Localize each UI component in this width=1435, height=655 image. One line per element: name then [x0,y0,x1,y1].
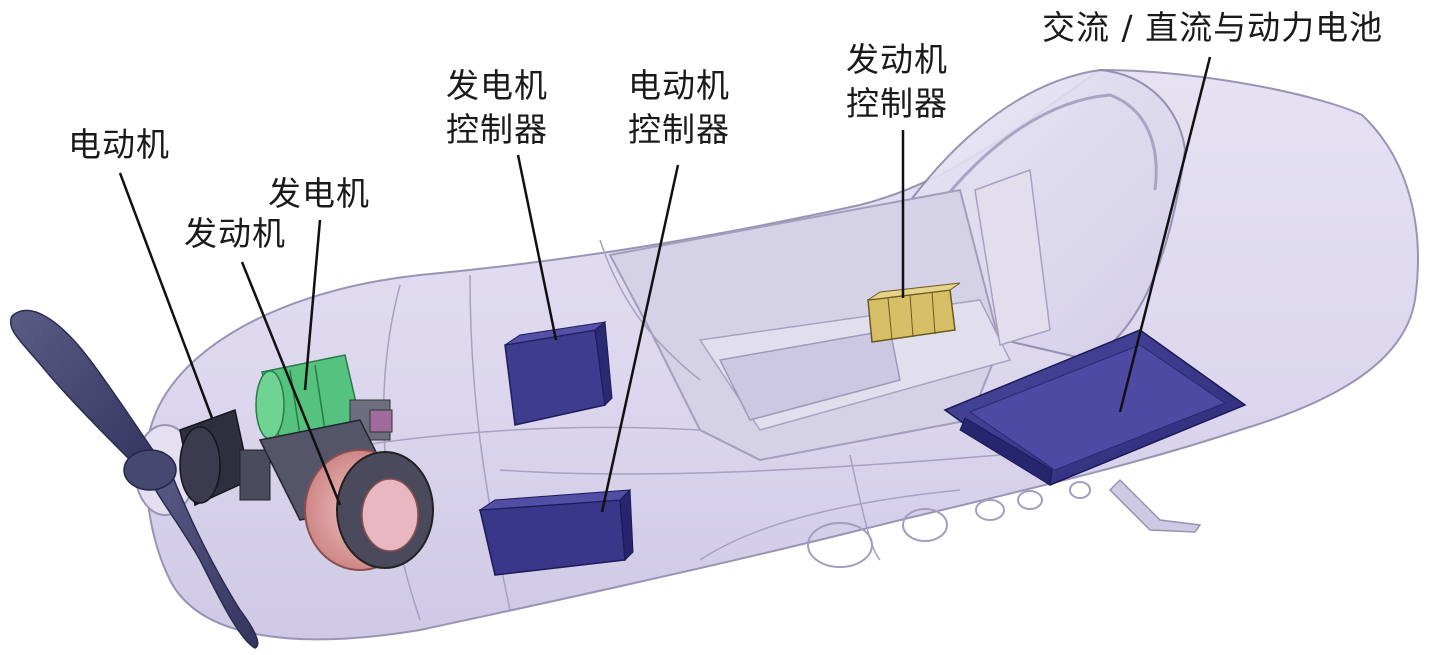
label-motor-controller: 电动机 控制器 [628,66,730,149]
label-generator-controller: 发电机 控制器 [446,66,548,149]
landing-gear [1108,478,1202,533]
label-engine-controller: 发动机 控制器 [846,40,948,123]
label-motor: 电动机 [68,125,170,164]
leader-generator-controller [516,154,558,341]
seat-structure [718,329,901,421]
propeller-hub [123,449,177,491]
propeller-blade-upper [9,309,162,471]
engine-controller-box [867,282,961,343]
leader-engine [240,261,342,506]
label-engine: 发动机 [184,214,286,253]
battery-pack [943,329,1247,486]
interior-bulkhead [974,168,1051,346]
leader-motor [118,172,214,419]
leader-lines [118,56,1212,513]
motor-controller-box [478,488,634,576]
generator-controller-box [504,321,613,426]
canopy-frame [933,93,1158,211]
propeller-blade-lower [148,468,259,649]
engine [258,419,434,571]
generator [255,354,393,441]
leader-motor-controller [600,164,680,513]
leader-battery [1118,56,1212,413]
leader-generator [303,219,322,391]
electric-motor [179,409,271,507]
label-generator: 发电机 [268,174,370,213]
belly-openings [807,481,1091,568]
label-battery: 交流 / 直流与动力电池 [1042,8,1384,47]
